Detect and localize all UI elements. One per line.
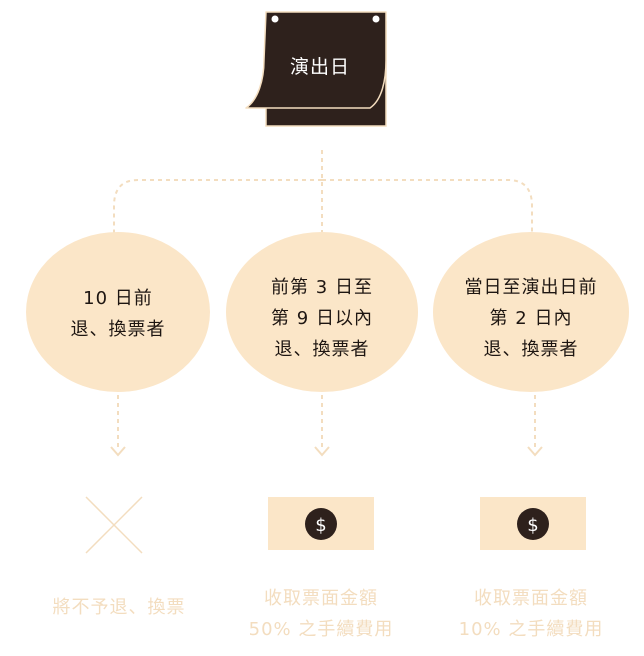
outcome-text-1: 將不予退、換票 <box>14 592 224 623</box>
connector-lines <box>113 150 536 448</box>
dollar-bill-icon <box>480 497 586 550</box>
outcome-line: 50% 之手續費用 <box>248 619 394 640</box>
branch-line: 退、換票者 <box>70 319 166 340</box>
branch-line: 10 日前 <box>83 288 153 309</box>
outcome-line: 將不予退、換票 <box>52 597 186 618</box>
branch-text-2: 前第 3 日至 第 9 日以內 退、換票者 <box>222 272 422 365</box>
branch-line: 退、換票者 <box>274 339 370 360</box>
branch-line: 退、換票者 <box>483 339 579 360</box>
dollar-sign: $ <box>527 515 538 536</box>
outcome-line: 10% 之手續費用 <box>458 619 604 640</box>
branch-line: 前第 3 日至 <box>271 277 373 298</box>
dollar-bill-icon <box>268 497 374 550</box>
branch-node-3 <box>433 232 629 392</box>
branch-text-3: 當日至演出日前 第 2 日內 退、換票者 <box>431 272 631 365</box>
branch-text-1: 10 日前 退、換票者 <box>18 283 218 345</box>
branch-node-2 <box>226 232 418 392</box>
root-label: 演出日 <box>289 56 350 78</box>
calendar-icon <box>245 11 387 127</box>
branch-line: 第 9 日以內 <box>271 308 373 329</box>
dollar-sign: $ <box>315 515 326 536</box>
outcome-line: 收取票面金額 <box>264 588 378 609</box>
outcome-line: 收取票面金額 <box>474 588 588 609</box>
outcome-text-3: 收取票面金額 10% 之手續費用 <box>426 583 636 645</box>
branch-line: 當日至演出日前 <box>464 277 598 298</box>
outcome-text-2: 收取票面金額 50% 之手續費用 <box>216 583 426 645</box>
arrowheads <box>110 446 543 457</box>
branch-line: 第 2 日內 <box>489 308 573 329</box>
cross-icon <box>85 496 143 554</box>
branch-node-1 <box>26 232 210 392</box>
